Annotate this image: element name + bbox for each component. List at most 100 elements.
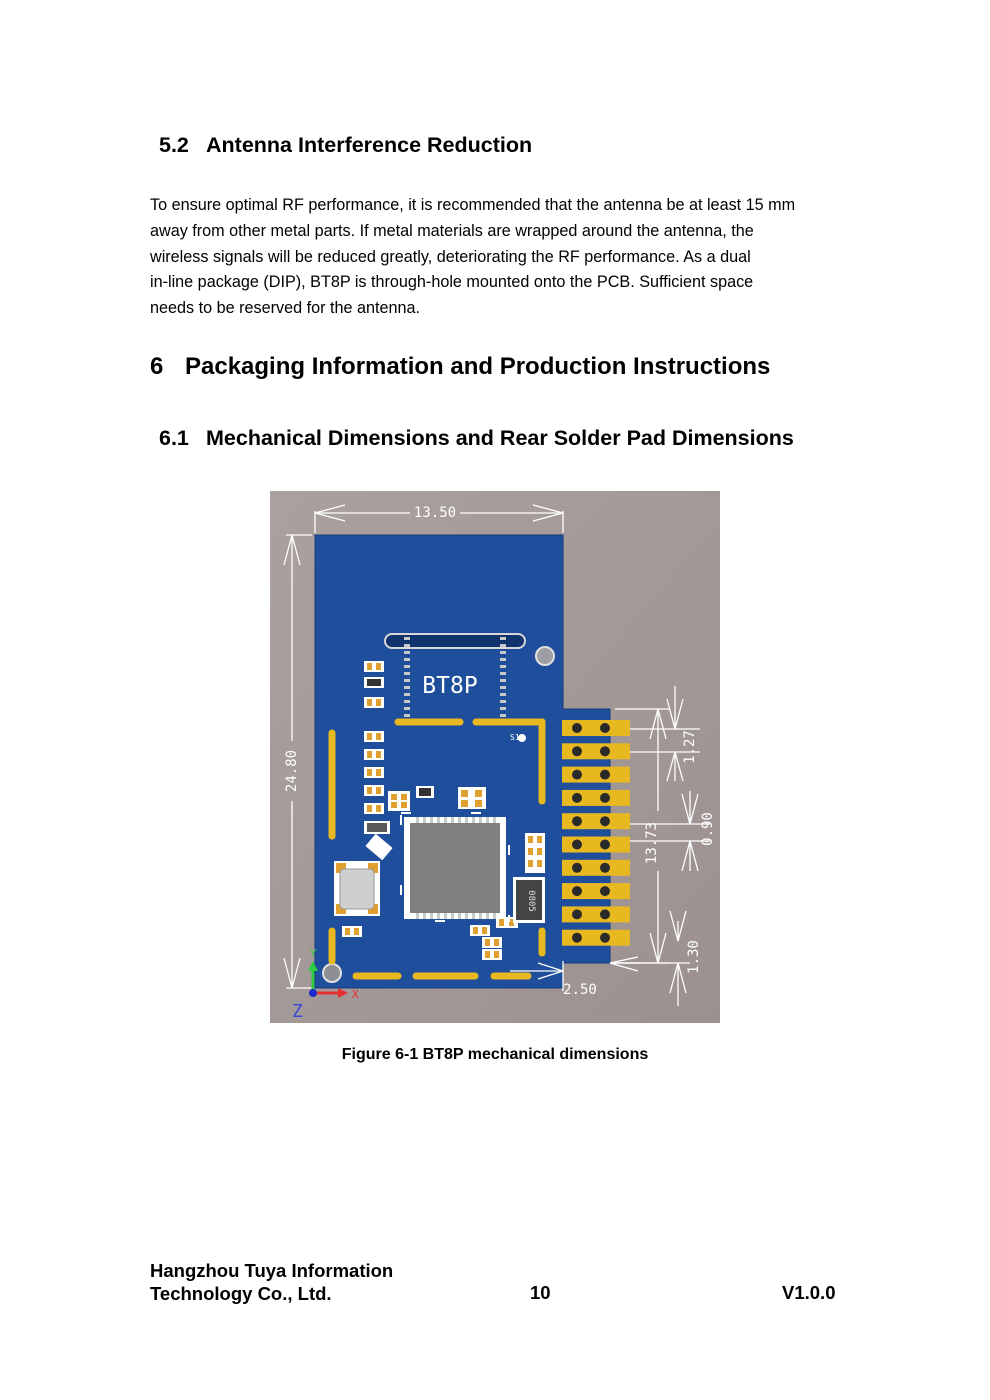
chip-pin (451, 817, 454, 823)
chip-pin (404, 686, 410, 689)
paragraph-line: in-line package (DIP), BT8P is through-h… (150, 273, 754, 292)
footer-company-line: Technology Co., Ltd. (150, 1283, 332, 1304)
soc-chip (400, 637, 510, 922)
dim-bottom-offset: 1.30 (686, 940, 702, 974)
pad-hole (572, 746, 582, 757)
mechanical-dimensions-figure: BT8P S1 (270, 491, 720, 1023)
mounting-hole (535, 646, 555, 666)
mounting-hole (322, 963, 342, 983)
footer-company-line: Hangzhou Tuya Information (150, 1260, 394, 1281)
pad-hole (572, 909, 582, 920)
chip-pin (404, 651, 410, 654)
chip-pin (404, 707, 410, 710)
antenna-slot (384, 633, 526, 649)
chip-pin (404, 714, 410, 717)
chip-pin (444, 817, 447, 823)
dimension-labels: 13.50 24.80 13.73 1.27 0.90 1.30 2.50 (284, 505, 716, 998)
chip-pin (458, 913, 461, 919)
pad-hole (572, 886, 582, 897)
antenna-trace (328, 718, 546, 980)
dim-pitch: 1.27 (682, 730, 698, 764)
chip-pin (465, 817, 468, 823)
chip-pin (500, 700, 506, 703)
section-number: 5.2 (159, 133, 189, 157)
section-number: 6 (150, 353, 164, 380)
chip-pin (451, 913, 454, 919)
silk-s1: S1 (510, 733, 520, 742)
chip-pin (500, 693, 506, 696)
chip-pin (500, 658, 506, 661)
chip-pin (486, 817, 489, 823)
pad-hole (572, 862, 582, 873)
chip-pin (500, 686, 506, 689)
pcb-drawing: BT8P S1 (270, 491, 720, 1023)
chip-pin (486, 913, 489, 919)
pad-hole (600, 839, 610, 850)
svg-text:Y: Y (310, 947, 317, 960)
chip-pin (430, 913, 433, 919)
paragraph-line: wireless signals will be reduced greatly… (150, 247, 751, 266)
body-paragraph: To ensure optimal RF performance, it is … (150, 193, 850, 322)
pad-hole (572, 723, 582, 733)
document-version: V1.0.0 (782, 1282, 836, 1303)
dim-pad-span: 13.73 (644, 822, 660, 864)
chip-pin (500, 679, 506, 682)
chip-pin (500, 644, 506, 647)
chip-pin (404, 658, 410, 661)
smd-components (342, 661, 545, 960)
section-title: Mechanical Dimensions and Rear Solder Pa… (206, 426, 794, 450)
chip-pin (404, 637, 410, 640)
pad-hole (600, 723, 610, 733)
paragraph-line: To ensure optimal RF performance, it is … (150, 196, 796, 214)
pad-hole (600, 862, 610, 873)
chip-pin (444, 913, 447, 919)
dimension-lines (283, 504, 710, 1006)
section-title: Packaging Information and Production Ins… (185, 353, 771, 380)
chip-pin (472, 817, 475, 823)
pad-hole (600, 792, 610, 803)
pad-hole (600, 816, 610, 827)
pad-hole (572, 816, 582, 827)
pad-hole (572, 839, 582, 850)
chip-pin (500, 651, 506, 654)
chip-pin (479, 817, 482, 823)
chip-pin (500, 672, 506, 675)
chip-pin (493, 913, 496, 919)
chip-pin (416, 913, 419, 919)
board-label: BT8P (422, 673, 477, 699)
chip-pin (500, 707, 506, 710)
dim-width: 13.50 (414, 505, 456, 521)
pad-hole (572, 769, 582, 780)
pad-hole (600, 746, 610, 757)
svg-text:X: X (352, 988, 359, 1001)
chip-pin (458, 817, 461, 823)
chip-pin (479, 913, 482, 919)
chip-pin (437, 817, 440, 823)
chip-pin (416, 817, 419, 823)
chip-pin (404, 672, 410, 675)
crystal-oscillator (334, 861, 380, 916)
section-heading-6: 6 Packaging Information and Production In… (150, 353, 770, 381)
chip-pin (404, 665, 410, 668)
axis-triad: X Y Z (292, 947, 359, 1022)
chip-pin (423, 913, 426, 919)
chip-pin (465, 913, 468, 919)
inductor-0805: 0805 (513, 877, 545, 923)
chip-pin (404, 644, 410, 647)
section-number: 6.1 (159, 426, 189, 450)
paragraph-line: needs to be reserved for the antenna. (150, 299, 420, 318)
section-heading-6-1: 6.1 Mechanical Dimensions and Rear Solder… (159, 426, 794, 451)
pad-hole (600, 886, 610, 897)
pad-hole (600, 769, 610, 780)
axis-label: Z (292, 1001, 303, 1022)
footer-company: Hangzhou Tuya Information Technology Co.… (150, 1259, 393, 1305)
inductor-label: 0805 (526, 890, 536, 912)
chip-pin (500, 714, 506, 717)
pad-hole (572, 932, 582, 943)
pad-hole (572, 792, 582, 803)
fiducial (518, 734, 526, 742)
paragraph-line: away from other metal parts. If metal ma… (150, 221, 754, 240)
chip-pin (404, 693, 410, 696)
dim-pad-width: 0.90 (700, 812, 716, 846)
